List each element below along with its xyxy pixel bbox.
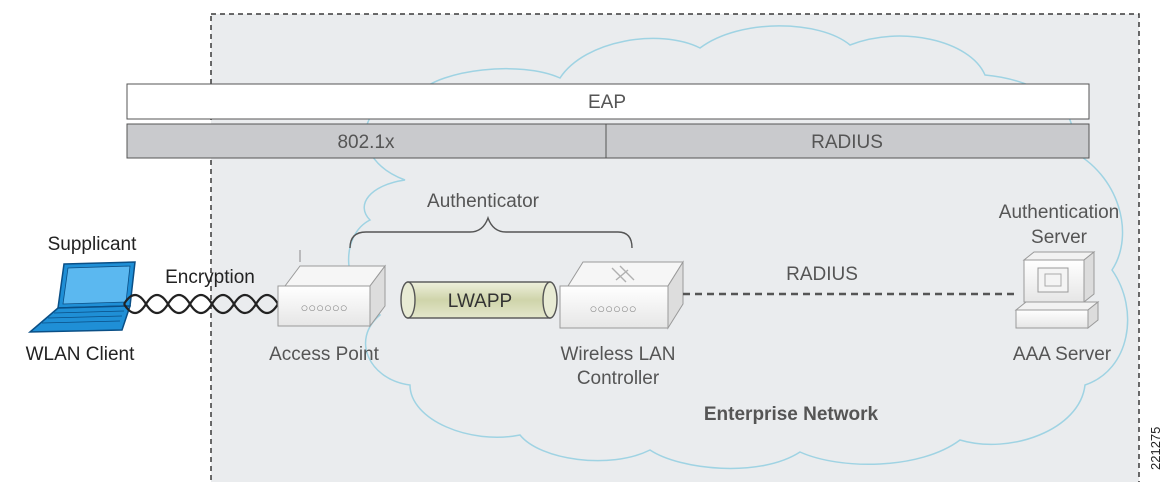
enterprise-network-label: Enterprise Network: [704, 404, 879, 425]
wireless-lan-controller-icon: ○○○○○○: [559, 260, 684, 330]
dot1x-label: 802.1x: [337, 132, 395, 153]
svg-text:○○○○○○: ○○○○○○: [589, 301, 636, 316]
radius-link-label: RADIUS: [786, 264, 858, 285]
eap-bar: [126, 83, 1090, 120]
wlc-label-line1: Wireless LAN: [560, 344, 675, 365]
aaa-server-label: AAA Server: [1013, 344, 1112, 365]
encryption-label: Encryption: [165, 267, 255, 288]
authenticator-label: Authenticator: [427, 191, 540, 212]
auth-server-label-line2: Server: [1031, 227, 1088, 248]
figure-id: 221275: [1148, 427, 1163, 470]
wlan-client-label: WLAN Client: [26, 344, 135, 365]
eap-label: EAP: [588, 92, 626, 113]
supplicant-label: Supplicant: [48, 234, 137, 255]
authenticator-brace: [349, 215, 633, 249]
access-point-label: Access Point: [269, 344, 380, 365]
access-point-icon: ○○○○○○: [277, 250, 386, 328]
aaa-server-icon: [1014, 250, 1100, 330]
lwapp-label: LWAPP: [448, 291, 512, 312]
wlc-label-line2: Controller: [577, 368, 660, 389]
laptop-icon: [27, 261, 136, 333]
auth-server-label-line1: Authentication: [999, 202, 1119, 223]
network-cloud: [348, 25, 1129, 470]
svg-text:○○○○○○: ○○○○○○: [300, 300, 347, 315]
radius-bar: [605, 123, 1090, 159]
encrypted-wireless-link: [123, 293, 279, 315]
dot1x-bar: [126, 123, 607, 159]
radius-stack-label: RADIUS: [811, 132, 883, 153]
lwapp-tunnel: [400, 281, 558, 319]
